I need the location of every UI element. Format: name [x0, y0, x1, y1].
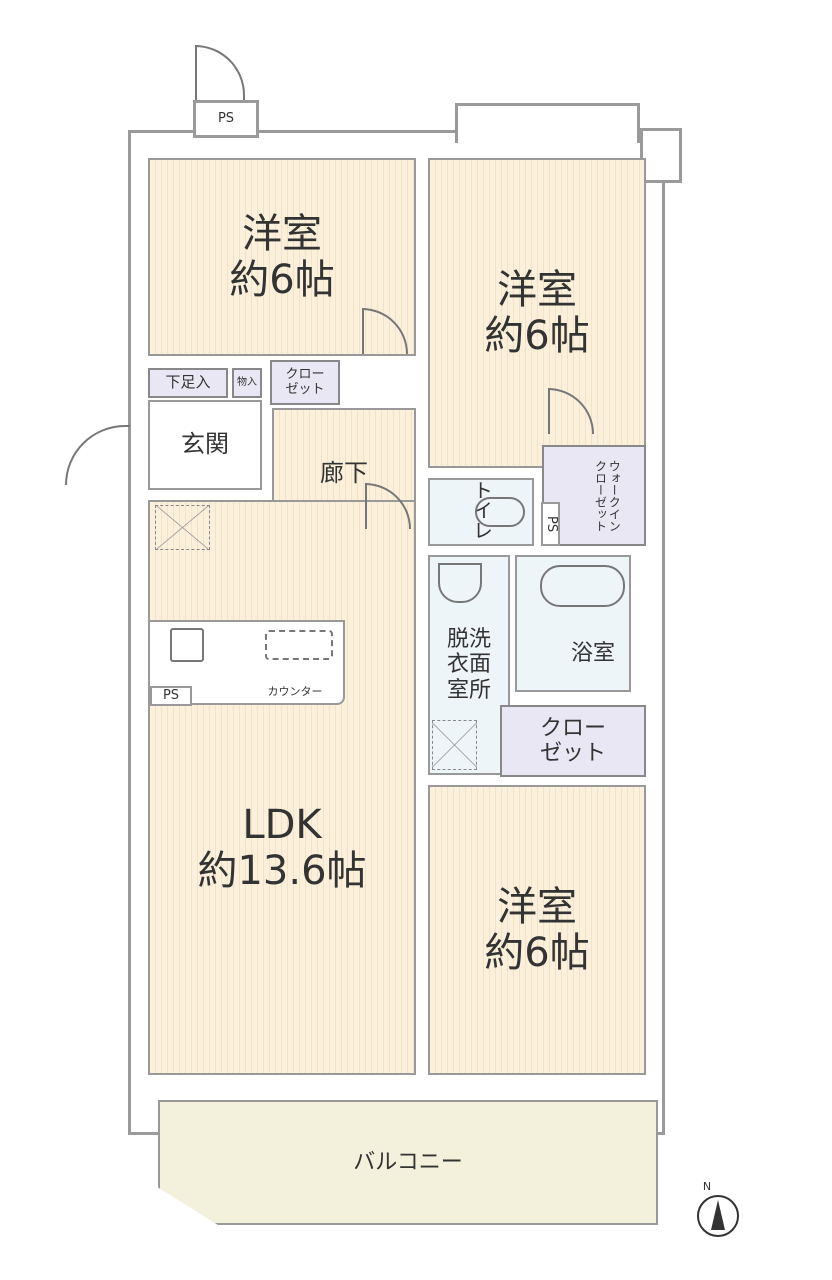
balcony-label: バルコニー	[353, 1149, 463, 1175]
western-room-1: 洋室約6帖	[148, 158, 416, 356]
north-label: N	[702, 1179, 712, 1193]
washbasin-icon	[438, 563, 482, 603]
western-room-2: 洋室約6帖	[428, 158, 646, 468]
column	[640, 128, 682, 183]
room-size: 約6帖	[484, 930, 590, 976]
entrance: 玄関	[148, 400, 262, 490]
toilet-icon	[475, 497, 525, 527]
balcony	[158, 1100, 658, 1225]
stove-icon	[170, 628, 204, 662]
small-closet: クロー ゼット	[270, 360, 340, 405]
counter-label: カウンター	[267, 684, 323, 698]
ps-top: PS	[193, 100, 259, 138]
western-room-3: 洋室約6帖	[428, 785, 646, 1075]
compass-icon	[697, 1195, 739, 1237]
room-name: LDK	[242, 801, 322, 848]
shoe-storage: 下足入	[148, 368, 228, 398]
room-name: 洋室	[496, 267, 577, 313]
room-size: 約13.6帖	[197, 847, 367, 894]
storage: 物入	[232, 368, 262, 398]
room-name: 洋室	[241, 211, 322, 257]
ps-toilet: PS	[541, 502, 560, 546]
north-arrow-icon	[711, 1200, 725, 1230]
sink-icon	[265, 630, 333, 660]
entry-door-icon[interactable]	[65, 425, 130, 485]
door-swing-icon	[195, 45, 245, 100]
room-name: 洋室	[496, 884, 577, 930]
ps-kitchen: PS	[150, 686, 192, 706]
closet: クロー ゼット	[500, 705, 646, 777]
skylight-icon	[155, 505, 210, 550]
room-size: 約6帖	[484, 313, 590, 359]
washer-space-icon	[432, 720, 477, 770]
bathtub-icon	[540, 565, 625, 607]
room-size: 約6帖	[229, 257, 335, 303]
bay-wall	[455, 103, 640, 143]
